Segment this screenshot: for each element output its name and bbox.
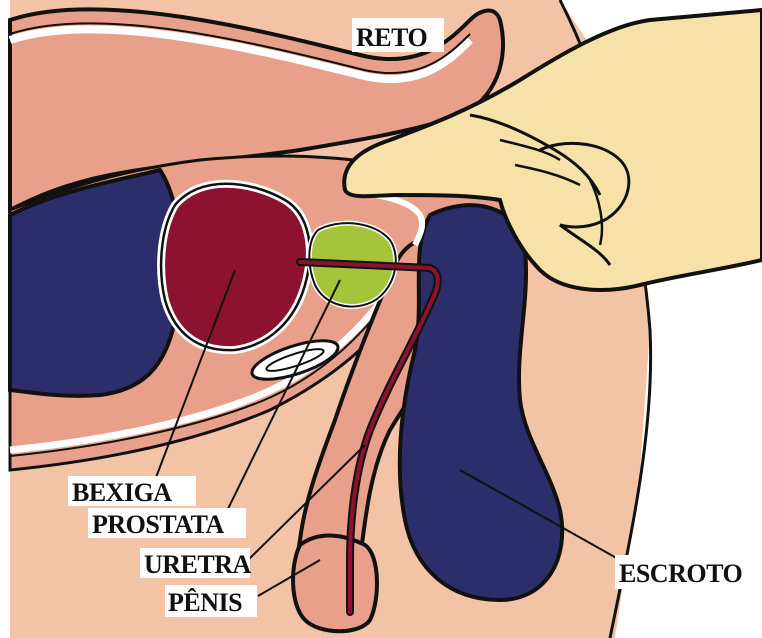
prostate-label: PROSTATA: [92, 510, 225, 539]
glans: [293, 536, 377, 632]
pelvic-mass: [10, 170, 180, 396]
penis-label: PÊNIS: [168, 588, 242, 617]
scrotum-label: ESCROTO: [619, 559, 742, 588]
rectum-label: RETO: [356, 23, 427, 52]
bladder-label: BEXIGA: [72, 478, 172, 507]
urethra-label: URETRA: [144, 550, 252, 579]
bladder: [161, 184, 310, 350]
